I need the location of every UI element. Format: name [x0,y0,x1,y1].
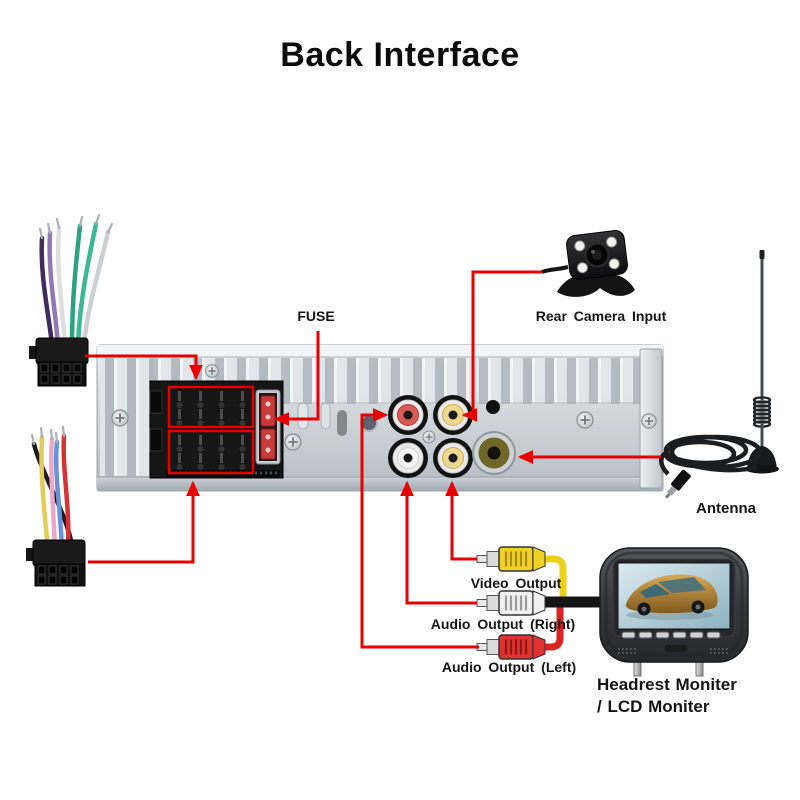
audio-left-cable [545,606,564,651]
fuse-label: FUSE [297,308,335,324]
annotation-line-rear-camera [461,270,542,422]
audio-output-left-label: Audio Output (Left) [441,659,577,675]
audio-output-right-label: Audio Output (Right) [430,616,576,632]
antenna-plug [664,469,691,499]
vent-slot [297,402,309,430]
antenna-coil [752,396,772,428]
panel-top-edge [97,345,663,357]
camera-led [608,258,620,270]
car-stereo-rear-panel [96,344,664,492]
monitor-buttons [621,631,721,639]
rear-camera [541,230,635,297]
annotation-line-audio-left [360,408,479,649]
camera-led [574,240,586,252]
annotation-lines [85,270,661,649]
iso-plug-bottom [26,539,86,587]
antenna-base [747,446,777,469]
rear-camera-input-label: Rear Camera Input [535,308,667,324]
antenna [659,250,779,499]
screw-icon [576,411,594,429]
fuse [260,428,276,460]
car-image [625,574,718,620]
panel-bottom-edge [97,477,663,491]
camera-wire [541,265,569,274]
antenna-jack [472,431,516,475]
monitor-latch [663,643,689,654]
rca-jack-red [388,395,428,435]
connector-highlight-box-bottom [167,429,255,475]
headrest-monitor-label-line2: / LCD Moniter [597,697,710,717]
panel-hole [486,400,500,414]
headrest-monitor-label: Headrest Moniter / LCD Moniter [597,674,737,719]
rca-plug-audio-right [476,590,546,616]
antenna-label: Antenna [696,500,756,517]
connector-highlight-box-top [167,385,255,429]
stripped-wire-tips [38,213,114,240]
rca-jack-yellow-bottom [433,438,473,478]
screw-icon [284,433,302,451]
wire-harness-bottom [26,425,86,587]
headrest-monitor [599,547,749,677]
output-cables [544,555,607,651]
fuse-holder [255,389,281,465]
screw-icon [204,363,220,379]
screw-icon [111,409,129,427]
annotation-line-harness-top [85,354,203,381]
antenna-tip [759,250,765,259]
rca-jack-yellow-top [433,395,473,435]
rca-plug-video [476,546,546,572]
headrest-monitor-label-line1: Headrest Moniter [597,675,737,694]
page-title: Back Interface [280,36,520,74]
annotation-line-video [445,480,477,561]
rca-plug-audio-left [476,634,546,660]
vent-slot [320,402,331,430]
wire-harness-top [29,213,114,387]
iso-plug-top [29,337,89,387]
rca-jack-white [388,438,428,478]
annotation-line-audio-right [400,480,477,605]
video-output-label: Video Output [470,575,562,591]
mount-slot [337,410,347,436]
annotation-line-harness-bottom [88,480,200,564]
antenna-cable [659,434,763,476]
camera-bracket [557,274,635,297]
video-cable [545,555,567,598]
fuse [260,395,276,427]
annotation-line-fuse [273,331,320,426]
screw-icon [422,430,436,444]
camera-led [576,262,588,274]
camera-led [606,236,618,248]
stripped-wire-tips [30,425,66,446]
screw-icon [640,412,658,430]
